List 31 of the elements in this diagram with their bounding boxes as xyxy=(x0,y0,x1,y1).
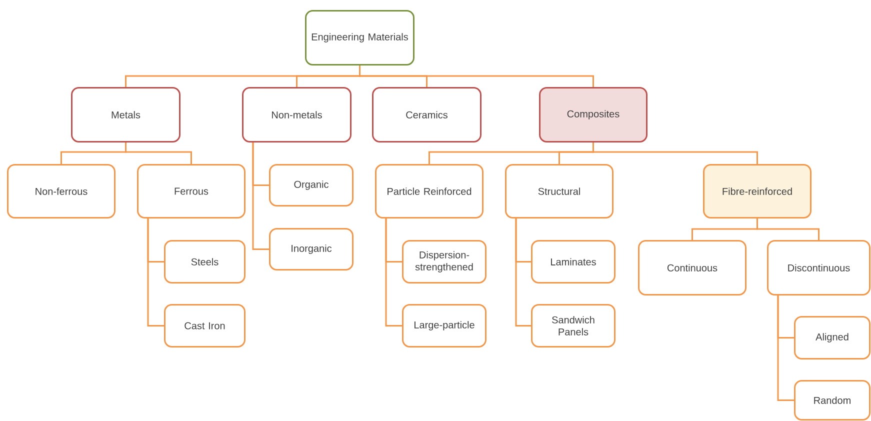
category-box: Composites xyxy=(539,87,648,142)
connector-line xyxy=(777,296,794,401)
subcategory-box: Discontinuous xyxy=(767,240,870,296)
connector-line xyxy=(515,218,531,326)
subcategory-box: Laminates xyxy=(531,240,616,284)
root-box: Engineering Materials xyxy=(305,10,414,66)
subcategory-box: Non-ferrous xyxy=(7,164,116,218)
connector-line xyxy=(359,66,594,87)
subcategory-box: Dispersion-strengthened xyxy=(402,240,486,284)
connector-line xyxy=(385,218,402,326)
subcategory-box: Sandwich Panels xyxy=(531,304,616,348)
category-box: Non-metals xyxy=(242,87,352,142)
subcategory-box: Random xyxy=(794,380,870,420)
connector-line xyxy=(252,142,269,250)
subcategory-box: Large-particle xyxy=(402,304,486,348)
subcategory-box: Cast Iron xyxy=(164,304,246,348)
subcategory-box: Aligned xyxy=(794,316,870,360)
category-box: Ceramics xyxy=(372,87,482,142)
connector-line xyxy=(147,218,164,326)
connector-line xyxy=(756,218,820,240)
subcategory-box: Steels xyxy=(164,240,246,284)
subcategory-box: Structural xyxy=(505,164,614,218)
subcategory-box: Ferrous xyxy=(137,164,246,218)
category-box: Metals xyxy=(71,87,180,142)
subcategory-box: Continuous xyxy=(638,240,746,296)
subcategory-box: Organic xyxy=(269,164,354,206)
subcategory-box: Inorganic xyxy=(269,228,354,270)
subcategory-box: Fibre-reinforced xyxy=(703,164,812,218)
connector-line xyxy=(592,142,758,164)
connector-line xyxy=(125,142,192,164)
subcategory-box: Particle Reinforced xyxy=(375,164,484,218)
